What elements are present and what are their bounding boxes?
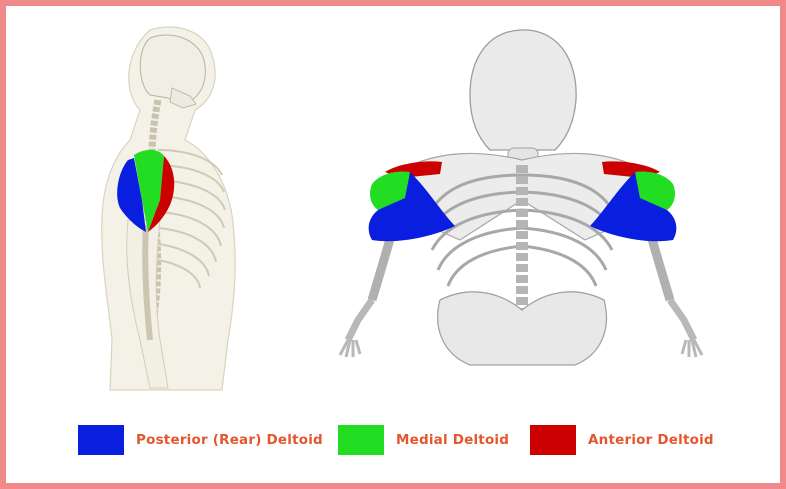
back-right-deltoid-posterior (590, 172, 677, 242)
back-right-forearm (667, 297, 698, 342)
legend-item-posterior: Posterior (Rear) Deltoid (78, 424, 323, 456)
back-right-humerus (645, 230, 675, 302)
legend-swatch-anterior (530, 425, 576, 455)
legend-item-medial: Medial Deltoid (338, 424, 509, 456)
legend-swatch-posterior (78, 425, 124, 455)
back-pelvis (436, 291, 608, 366)
side-deltoid (117, 149, 175, 232)
back-left-hand (338, 339, 362, 358)
back-left-forearm (344, 297, 375, 342)
back-left-deltoid (368, 161, 455, 242)
side-skull (139, 34, 206, 105)
anatomy-illustration (101, 26, 704, 391)
legend-item-anterior: Anterior Deltoid (530, 424, 714, 456)
side-humerus (142, 224, 153, 341)
side-view-figure (101, 26, 236, 391)
back-left-humerus (367, 230, 397, 302)
legend-label-posterior: Posterior (Rear) Deltoid (136, 432, 323, 448)
back-left-deltoid-posterior (368, 172, 455, 242)
side-deltoid-medial (134, 149, 164, 232)
back-view-figure (338, 29, 704, 366)
side-jaw (169, 87, 197, 109)
side-deltoid-posterior (117, 158, 146, 232)
legend: Posterior (Rear) Deltoid Medial Deltoid … (0, 424, 786, 456)
legend-label-anterior: Anterior Deltoid (588, 432, 714, 448)
back-right-hand (680, 339, 704, 358)
side-deltoid-anterior (148, 156, 175, 232)
back-right-deltoid (590, 161, 677, 242)
legend-label-medial: Medial Deltoid (396, 432, 510, 448)
legend-swatch-medial (338, 425, 384, 455)
back-skull (469, 29, 577, 151)
